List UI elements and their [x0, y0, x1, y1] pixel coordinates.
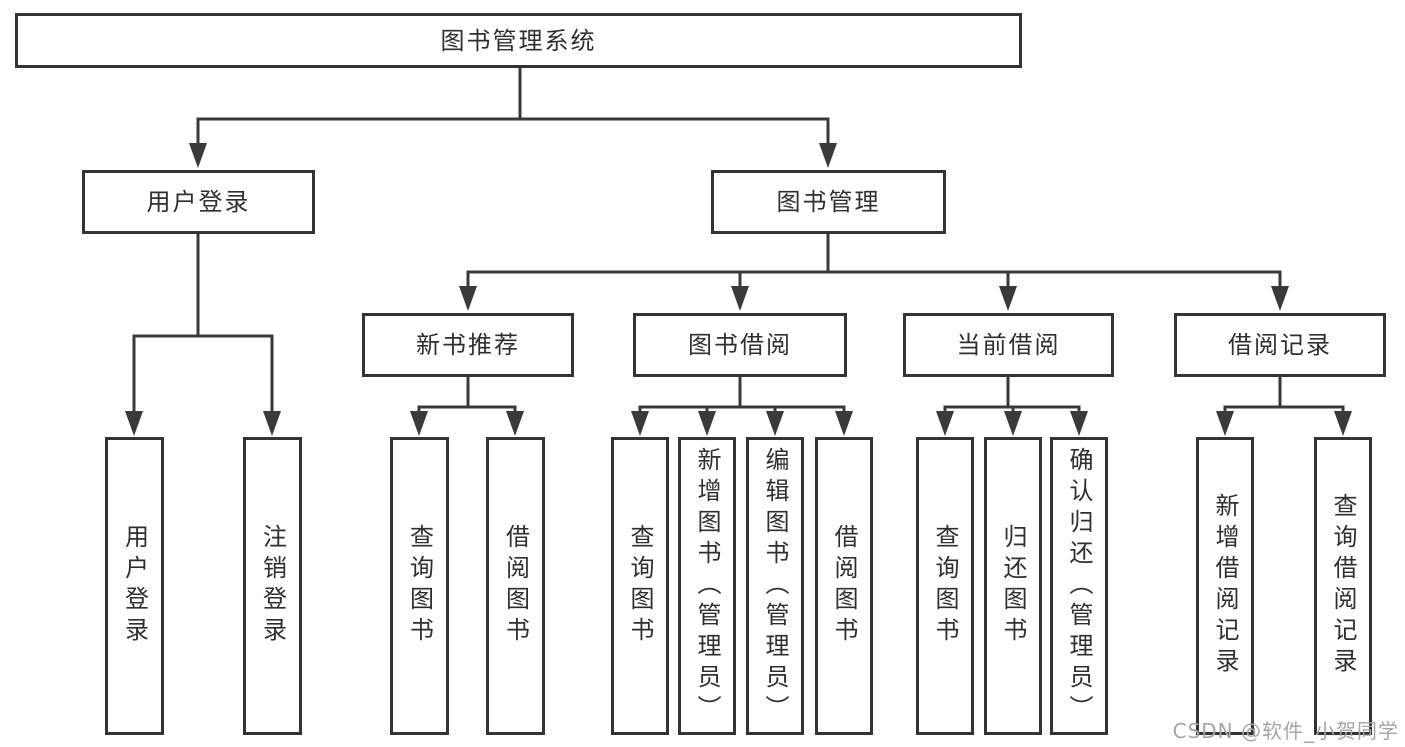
- leaf-logout: 注销登录: [243, 437, 302, 735]
- node-label: 借阅图书: [830, 524, 858, 648]
- node-label: 图书管理: [776, 188, 881, 216]
- node-label: 图书借阅: [688, 331, 792, 359]
- node-book-borrowing: 图书借阅: [633, 313, 847, 377]
- node-current-borrowing: 当前借阅: [903, 313, 1114, 377]
- leaf-newbooks-query-books: 查询图书: [390, 437, 449, 735]
- node-label: 用户登录: [146, 188, 251, 216]
- node-label: 查询图书: [405, 524, 434, 648]
- leaf-return-books: 归还图书: [984, 437, 1042, 735]
- node-label: 用户登录: [120, 524, 149, 648]
- leaf-confirm-return-admin: 确认归还（管理员）: [1050, 437, 1108, 735]
- csdn-watermark: CSDN @软件_小贺同学: [1172, 719, 1399, 743]
- node-label: 查询图书: [626, 524, 654, 648]
- leaf-user-login: 用户登录: [105, 437, 164, 735]
- node-library-management-system: 图书管理系统: [15, 13, 1022, 68]
- arrowhead-icons: [125, 143, 1352, 436]
- leaf-borrowing-query-books: 查询图书: [611, 437, 669, 735]
- node-label: 借阅图书: [501, 524, 530, 648]
- node-label: 新增图书（管理员）: [693, 446, 721, 726]
- leaf-add-borrow-record: 新增借阅记录: [1196, 437, 1254, 735]
- node-label: 查询图书: [931, 524, 959, 648]
- leaf-query-borrow-record: 查询借阅记录: [1314, 437, 1372, 735]
- node-label: 新书推荐: [416, 331, 520, 359]
- node-label: 当前借阅: [956, 331, 1061, 359]
- node-label: 查询借阅记录: [1329, 493, 1357, 679]
- node-book-management-module: 图书管理: [711, 170, 946, 234]
- node-label: 图书管理系统: [440, 26, 597, 55]
- node-label: 借阅记录: [1228, 331, 1332, 359]
- leaf-newbooks-borrow-books: 借阅图书: [486, 437, 545, 735]
- node-label: 注销登录: [258, 524, 287, 648]
- leaf-edit-books-admin: 编辑图书（管理员）: [746, 437, 804, 735]
- node-label: 归还图书: [999, 524, 1027, 648]
- node-user-login-module: 用户登录: [82, 170, 315, 234]
- node-new-book-recommendation: 新书推荐: [362, 313, 574, 377]
- node-borrowing-records: 借阅记录: [1174, 313, 1386, 377]
- leaf-borrow-books: 借阅图书: [815, 437, 873, 735]
- node-label: 编辑图书（管理员）: [761, 446, 789, 726]
- leaf-current-query-books: 查询图书: [916, 437, 974, 735]
- node-label: 确认归还（管理员）: [1065, 446, 1093, 726]
- leaf-add-books-admin: 新增图书（管理员）: [678, 437, 736, 735]
- node-label: 新增借阅记录: [1211, 493, 1239, 679]
